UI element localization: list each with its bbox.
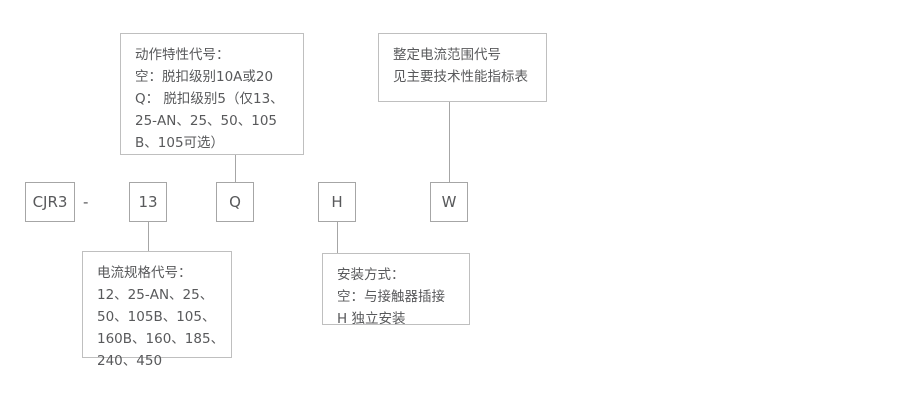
code-box-mounting-method[interactable]: H bbox=[318, 182, 356, 222]
connector-rating-code-to-note bbox=[148, 222, 149, 251]
code-box-action-characteristic[interactable]: Q bbox=[216, 182, 254, 222]
code-box-current-range[interactable]: W bbox=[430, 182, 468, 222]
note-action-characteristic: 动作特性代号： 空：脱扣级别10A或20 Q： 脱扣级别5（仅13、 25-AN… bbox=[120, 33, 304, 155]
connector-action-note-to-code bbox=[235, 155, 236, 182]
note-current-range: 整定电流范围代号 见主要技术性能指标表 bbox=[378, 33, 547, 102]
note-mounting-method: 安装方式： 空：与接触器插接 H 独立安装 bbox=[322, 253, 470, 327]
note-current-spec: 电流规格代号： 12、25-AN、25、 50、105B、105、 160B、1… bbox=[82, 251, 232, 369]
separator-dash: - bbox=[83, 193, 89, 211]
connector-range-note-to-code bbox=[449, 102, 450, 182]
code-box-series[interactable]: CJR3 bbox=[25, 182, 75, 222]
connector-mount-code-to-note bbox=[337, 222, 338, 253]
code-box-current-rating[interactable]: 13 bbox=[129, 182, 167, 222]
